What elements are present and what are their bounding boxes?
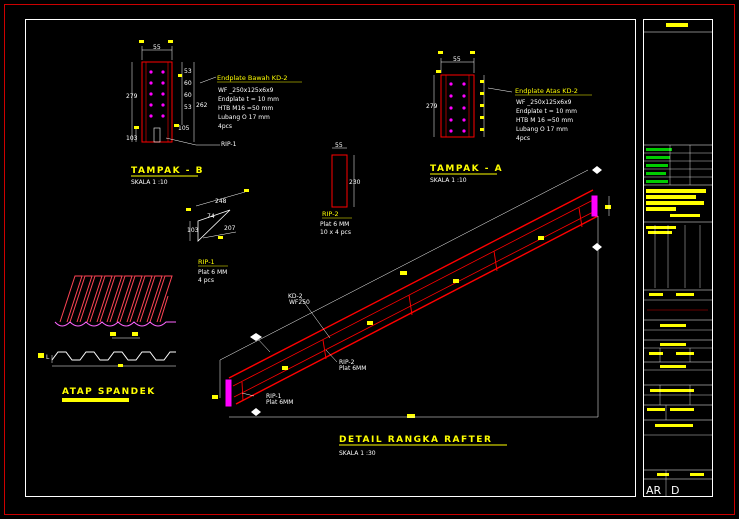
endplate-atas-line-3: HTB M 16 =50 mm [516,117,573,124]
endplate-bawah-title: Endplate Bawah KD-2 [217,74,288,82]
tampak-a-plate [440,74,475,138]
tampak-a-title: TAMPAK - A [430,164,503,174]
rip1-triangle [197,209,231,242]
tampak-a-dim-left: 279 [426,103,438,110]
atap-spandek: L ATAP SPANDEK [38,275,176,402]
rafter-endplate-bottom [225,379,232,407]
tampak-b-scale: SKALA 1 :10 [131,179,168,186]
endplate-atas-line-5: 4pcs [516,135,530,142]
rafter-detail: KD-2 WF250 RIP-2 Plat 6MM RIP-1 Plat 6MM… [212,166,611,457]
rip1-line-2: 4 pcs [198,277,214,284]
tampak-b-bolts [149,70,165,118]
tampak-b-plate [141,61,173,143]
titleblock-frame [643,19,713,497]
rafter-stiffeners [241,207,583,402]
endplate-atas-line-4: Lubang O 17 mm [516,126,568,133]
rafter-endplate-top [591,195,598,217]
endplate-bawah-line-4: Lubang O 17 mm [218,114,270,121]
rafter-bottom-flange-inner [233,209,598,398]
titleblock-code-a: AR [646,484,662,497]
tampak-b-dim-spacing-4: 53 [184,104,192,111]
rafter-top-flange-inner [232,198,596,387]
tampak-b-dim-spacing-1: 53 [184,68,192,75]
rafter-bottom-flange [235,215,599,405]
rip1-detail: 248 74 103 207 RIP-1 Plat 6 MM 4 pcs [186,189,249,284]
rafter-callout-kd2-a: KD-2 [288,293,303,300]
endplate-bawah-line-5: 4pcs [218,123,232,130]
endplate-bawah-notes: Endplate Bawah KD-2 WF _250x125x6x9 Endp… [199,74,302,130]
endplate-atas-title: Endplate Atas KD-2 [515,87,578,95]
rip1-dim-3: 103 [187,227,199,234]
atap-title: ATAP SPANDEK [62,387,156,397]
title-block: AR D [643,19,713,497]
tampak-b-dim-spacing-3: 60 [184,92,192,99]
rip2-line-1: Plat 6 MM [320,221,349,228]
rip2-plate [331,154,348,208]
outer-frame [4,4,735,515]
tampak-b-title: TAMPAK - B [131,166,204,176]
spandek-profile [51,351,176,361]
rafter-callout-kd2-b: WF250 [289,299,310,306]
tampak-a-scale: SKALA 1 :10 [430,177,467,184]
endplate-bawah-line-2: Endplate t = 10 mm [218,96,279,103]
rafter-scale: SKALA 1 :30 [339,450,376,457]
atap-dim-label: L [46,354,50,361]
section-marker-2 [592,166,602,174]
rip1-dim-1: 248 [215,198,227,205]
spandek-sheet-iso [59,275,173,323]
tampak-b-dim-spacing-2: 60 [184,80,192,87]
rip2-dim-width: 55 [335,142,343,149]
section-marker-3 [592,243,602,251]
tampak-b-dim-top: 55 [153,44,161,51]
section-marker-4 [251,408,261,416]
endplate-atas-notes: Endplate Atas KD-2 WF _250x125x6x9 Endpl… [487,87,592,142]
rafter-top-flange [228,189,594,379]
drawing-frame [25,19,636,497]
rip1-line-1: Plat 6 MM [198,269,227,276]
endplate-atas-line-2: Endplate t = 10 mm [516,108,577,115]
endplate-atas-line-1: WF _250x125x6x9 [516,99,572,106]
rafter-title: DETAIL RANGKA RAFTER [339,435,492,445]
tampak-b-rip-label: RIP-1 [221,141,237,148]
titleblock-code-b: D [671,484,679,497]
rip2-label: RIP-2 [322,210,339,218]
rafter-callout-rip1-a: RIP-1 [266,393,282,400]
rafter-weld-tags [212,205,611,418]
rip1-label: RIP-1 [198,258,215,266]
rip2-dim-height: 230 [349,179,361,186]
tampak-b-dim-right: 262 [196,102,208,109]
rafter-callout-rip2-a: RIP-2 [339,359,355,366]
tampak-a-bolts [449,82,466,133]
tampak-b-dim-bottom-right: 105 [178,125,190,132]
tampak-a-dim-top: 55 [453,56,461,63]
titleblock-schedule [643,145,713,185]
rip1-dim-4: 207 [224,225,236,232]
rafter-callout-rip1-b: Plat 6MM [266,399,293,406]
section-marker-1 [250,333,271,353]
tampak-b-view: 55 279 103 53 60 60 53 262 105 RIP-1 TAM… [126,40,237,186]
rip1-dim-2: 74 [207,213,215,220]
rafter-callout-rip2-b: Plat 6MM [339,365,366,372]
rip2-detail: 55 230 RIP-2 Plat 6 MM 10 x 4 pcs [320,142,361,236]
endplate-bawah-line-1: WF _250x125x6x9 [218,87,274,94]
endplate-bawah-line-3: HTB M16 =50 mm [218,105,273,112]
rip2-line-2: 10 x 4 pcs [320,229,351,236]
tampak-b-dim-left: 279 [126,93,138,100]
tampak-b-dim-bottom-left: 103 [126,135,138,142]
tampak-a-view: 55 279 TAMPAK - A SKALA 1 :10 [426,51,503,184]
